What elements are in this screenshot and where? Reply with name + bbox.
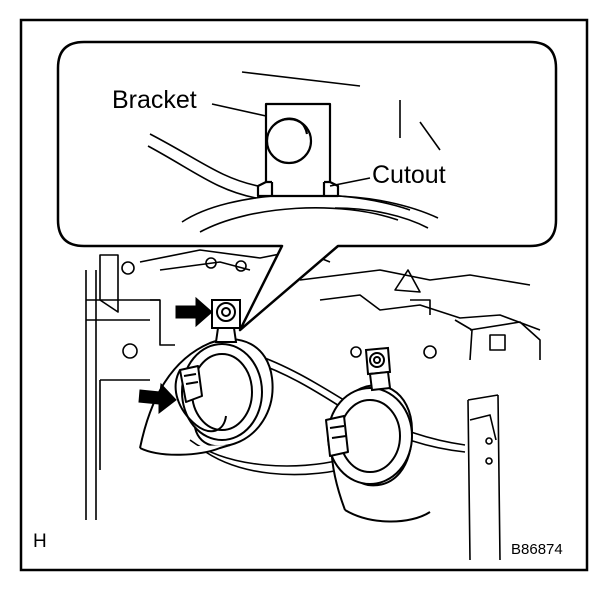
cutout-leader-line <box>329 177 371 187</box>
bracket-label: Bracket <box>112 86 197 114</box>
engine-bay-background <box>85 249 541 561</box>
bracket-leader-line <box>211 103 267 117</box>
horn-right-bracket-bolt <box>364 346 392 392</box>
horn-right <box>325 384 431 523</box>
horn-left <box>139 338 274 456</box>
cutout-label: Cutout <box>372 161 446 189</box>
horn-left-bracket-bolt <box>211 299 241 343</box>
bracket-detail <box>256 102 340 198</box>
figure-code: B86874 <box>511 541 563 558</box>
arrow-connector-icon <box>138 382 177 415</box>
figure-frame <box>19 18 589 572</box>
view-letter: H <box>33 531 47 552</box>
arrow-bolt-icon <box>175 296 213 328</box>
detail-callout <box>56 40 558 332</box>
